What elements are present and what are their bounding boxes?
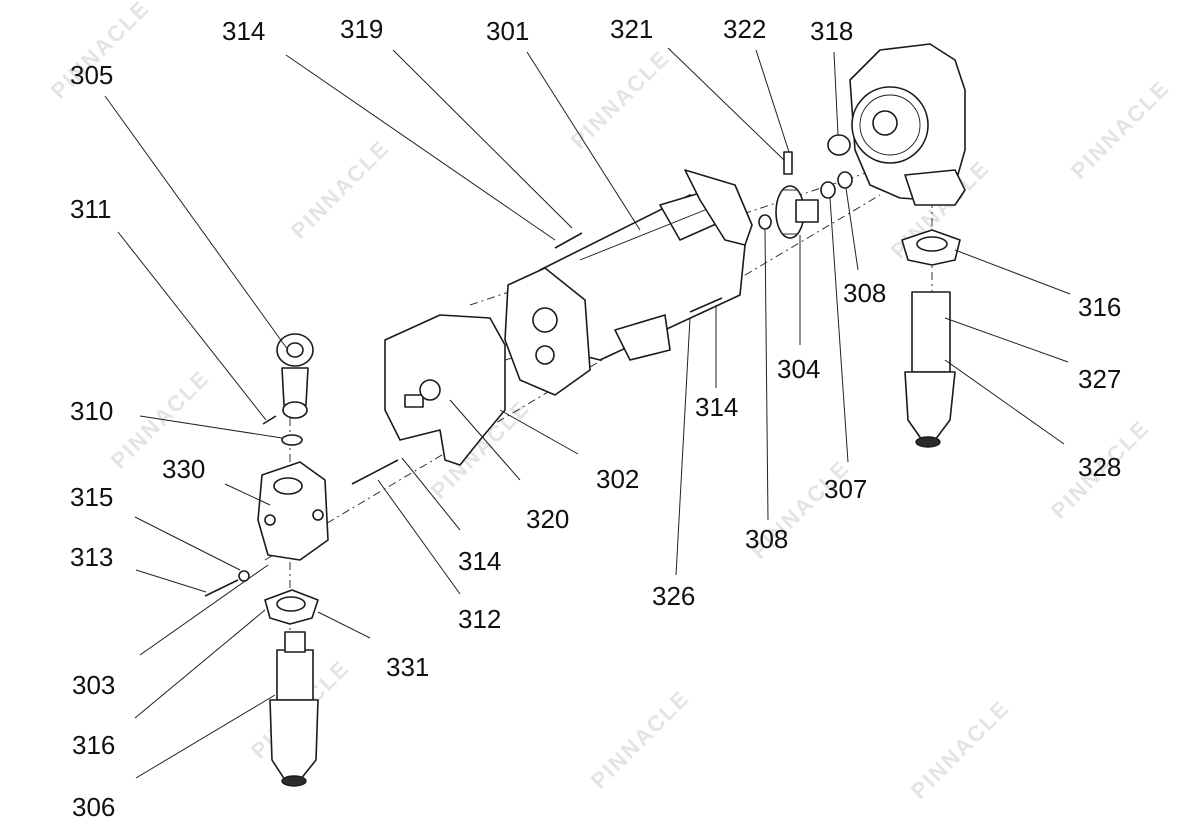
washer (837, 171, 853, 189)
part-label-319: 319 (340, 14, 383, 44)
leader-line (139, 415, 283, 439)
part-label-305: 305 (70, 60, 113, 90)
part-label-314: 314 (695, 392, 738, 422)
leader-line (377, 479, 461, 595)
part-label-321: 321 (610, 14, 653, 44)
leader-lines (104, 47, 1071, 779)
spur-gear (775, 185, 819, 239)
watermark-logo: PINNACLE (586, 685, 695, 794)
lower-pump-right (904, 291, 956, 448)
leader-line (135, 569, 207, 593)
part-label-308: 308 (745, 524, 788, 554)
part-label-327: 327 (1078, 364, 1121, 394)
rear-flange (684, 169, 753, 246)
part-label-311: 311 (70, 194, 111, 224)
leader-line (317, 611, 371, 639)
part-labels: 314 319 301 321 322 318 305 311 310 330 … (70, 14, 1121, 822)
part-label-331: 331 (386, 652, 429, 682)
leader-line (401, 457, 461, 531)
leader-line (954, 249, 1071, 295)
long-bolt (351, 459, 399, 485)
leader-line (104, 95, 289, 351)
leader-line (829, 197, 849, 463)
leader-line (499, 409, 579, 455)
leader-line (845, 187, 859, 271)
connecting-rod (276, 333, 314, 419)
part-label-303: 303 (72, 670, 115, 700)
leader-line (449, 399, 521, 481)
bolt-washer (238, 570, 250, 582)
leader-line (392, 49, 573, 229)
bolt (204, 579, 239, 597)
part-label-316: 316 (1078, 292, 1121, 322)
upper-axis-line (469, 169, 876, 306)
small-pin (262, 415, 277, 425)
part-label-310: 310 (70, 396, 113, 426)
o-ring (281, 434, 303, 446)
part-label-302: 302 (596, 464, 639, 494)
motor-end-bell (504, 267, 591, 396)
part-label-314: 314 (222, 16, 265, 46)
part-label-320: 320 (526, 504, 569, 534)
part-label-315: 315 (70, 482, 113, 512)
center-housing (384, 314, 506, 466)
part-label-328: 328 (1078, 452, 1121, 482)
leader-line (755, 49, 790, 153)
leader-line (134, 609, 266, 719)
lower-pump-left (269, 631, 319, 787)
watermark-logo: PINNACLE (286, 135, 395, 244)
part-label-313: 313 (70, 542, 113, 572)
leader-line (139, 564, 269, 656)
part-label-314: 314 (458, 546, 501, 576)
retaining-nut-left (264, 589, 319, 625)
leader-line (117, 231, 267, 421)
leader-line (944, 317, 1069, 363)
leader-line (285, 54, 556, 241)
part-label-322: 322 (723, 14, 766, 44)
part-label-316: 316 (72, 730, 115, 760)
part-label-312: 312 (458, 604, 501, 634)
leader-line (526, 51, 641, 231)
part-label-306: 306 (72, 792, 115, 822)
part-label-307: 307 (824, 474, 867, 504)
bolt (554, 232, 583, 249)
watermark-layer: PINNACLE PINNACLE PINNACLE PINNACLE PINN… (46, 0, 1175, 804)
part-label-330: 330 (162, 454, 205, 484)
leader-line (224, 483, 271, 506)
seal-ring (827, 134, 851, 156)
part-label-301: 301 (486, 16, 529, 46)
main-axis-line (264, 194, 881, 561)
part-label-304: 304 (777, 354, 820, 384)
leader-line (764, 229, 769, 521)
pump-block (257, 461, 329, 561)
bolt (689, 297, 723, 313)
washer (820, 181, 836, 199)
part-label-308: 308 (843, 278, 886, 308)
watermark-logo: PINNACLE (566, 45, 675, 154)
retaining-nut-right (901, 229, 961, 266)
leader-line (675, 317, 691, 576)
leader-line (134, 516, 241, 571)
watermark-logo: PINNACLE (1066, 75, 1175, 184)
leader-line (833, 51, 839, 136)
key-pin (783, 151, 793, 175)
gear-housing-right (849, 43, 966, 206)
watermark-logo: PINNACLE (906, 695, 1015, 804)
part-label-318: 318 (810, 16, 853, 46)
leader-line (135, 694, 276, 779)
leader-line (667, 47, 785, 161)
leader-line (944, 359, 1065, 445)
part-label-326: 326 (652, 581, 695, 611)
washer (758, 214, 772, 230)
